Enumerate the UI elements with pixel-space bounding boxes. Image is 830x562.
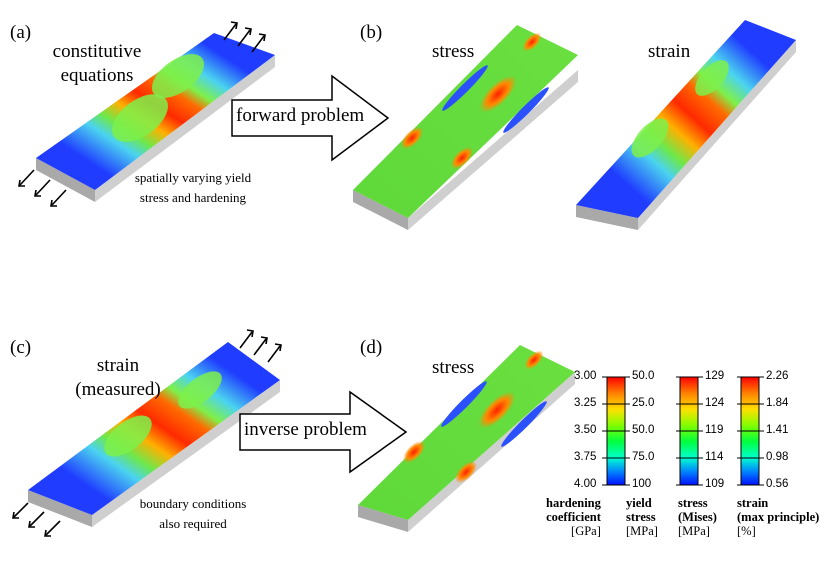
tick-hardening-3: 3.75 <box>574 451 597 463</box>
tick-yield-1: 25.0 <box>632 397 655 409</box>
panel-label-c: (c) <box>10 337 32 358</box>
legend-unit-stress: [MPa] <box>678 524 710 538</box>
tick-yield-0: 50.0 <box>632 370 655 382</box>
panel-label-d: (d) <box>360 337 383 358</box>
slab-b-stress <box>353 25 578 230</box>
legend-name-stress: stress (Mises) <box>678 496 717 524</box>
legend-unit-hardening: [GPa] <box>571 524 601 538</box>
load-arrows-c-bottom <box>12 502 61 537</box>
legend-bar-strain <box>737 376 764 486</box>
panel-label-a: (a) <box>10 22 32 43</box>
tick-stress-2: 119 <box>705 424 724 436</box>
forward-arrow-label: forward problem <box>236 105 365 126</box>
legend-name-strain: strain (max principle) <box>737 496 820 524</box>
load-arrows-a-top <box>223 21 266 53</box>
load-arrows-a-bottom <box>18 169 67 207</box>
legend-name-hardening: hardening coefficient <box>546 496 601 524</box>
forward-arrow <box>231 74 390 162</box>
tick-strain-2: 1.41 <box>766 424 789 436</box>
tick-stress-3: 114 <box>705 451 724 463</box>
panel-b-strain-title: strain <box>648 41 691 62</box>
tick-hardening-1: 3.25 <box>574 397 597 409</box>
inverse-arrow <box>239 390 408 474</box>
slab-b-strain <box>576 20 796 230</box>
legend-title-stress: stress (Mises) [MPa] <box>678 496 717 538</box>
tick-stress-0: 129 <box>705 370 725 382</box>
tick-yield-3: 75.0 <box>632 451 655 463</box>
tick-strain-1: 1.84 <box>766 397 789 409</box>
panel-c-title: strain (measured) <box>75 355 161 400</box>
inverse-arrow-label: inverse problem <box>244 419 367 440</box>
tick-stress-4: 109 <box>705 478 725 490</box>
legend-unit-strain: [%] <box>737 524 756 538</box>
tick-stress-1: 124 <box>705 397 725 409</box>
tick-hardening-0: 3.00 <box>574 370 597 382</box>
slab-a <box>36 33 275 202</box>
legend-title-hardening: hardening coefficient [GPa] <box>546 496 601 538</box>
legend-bar-hardening-yield <box>602 376 630 486</box>
legend-name-yield: yield stress <box>626 496 656 524</box>
panel-b-stress-title: stress <box>432 41 475 62</box>
slab-c <box>28 342 280 527</box>
panel-d-stress-title: stress <box>432 357 475 378</box>
tick-hardening-2: 3.50 <box>574 424 597 436</box>
tick-strain-4: 0.56 <box>766 478 789 490</box>
panel-c-caption: boundary conditions also required <box>139 496 247 531</box>
tick-hardening-4: 4.00 <box>574 478 597 490</box>
tick-strain-0: 2.26 <box>766 370 789 382</box>
legend-unit-yield: [MPa] <box>626 524 658 538</box>
panel-a-caption: spatially varying yield stress and harde… <box>134 170 252 205</box>
slab-d-stress <box>358 345 575 532</box>
tick-yield-4: 100 <box>632 478 652 490</box>
load-arrows-c-top <box>239 329 282 363</box>
legend-title-strain: strain (max principle) [%] <box>737 496 819 538</box>
tick-yield-2: 50.0 <box>632 424 655 436</box>
tick-strain-3: 0.98 <box>766 451 789 463</box>
panel-a-title: constitutive equations <box>52 41 142 86</box>
panel-label-b: (b) <box>360 22 383 43</box>
legend-title-yield: yield stress [MPa] <box>626 496 658 538</box>
legend-bar-stress <box>676 376 703 486</box>
